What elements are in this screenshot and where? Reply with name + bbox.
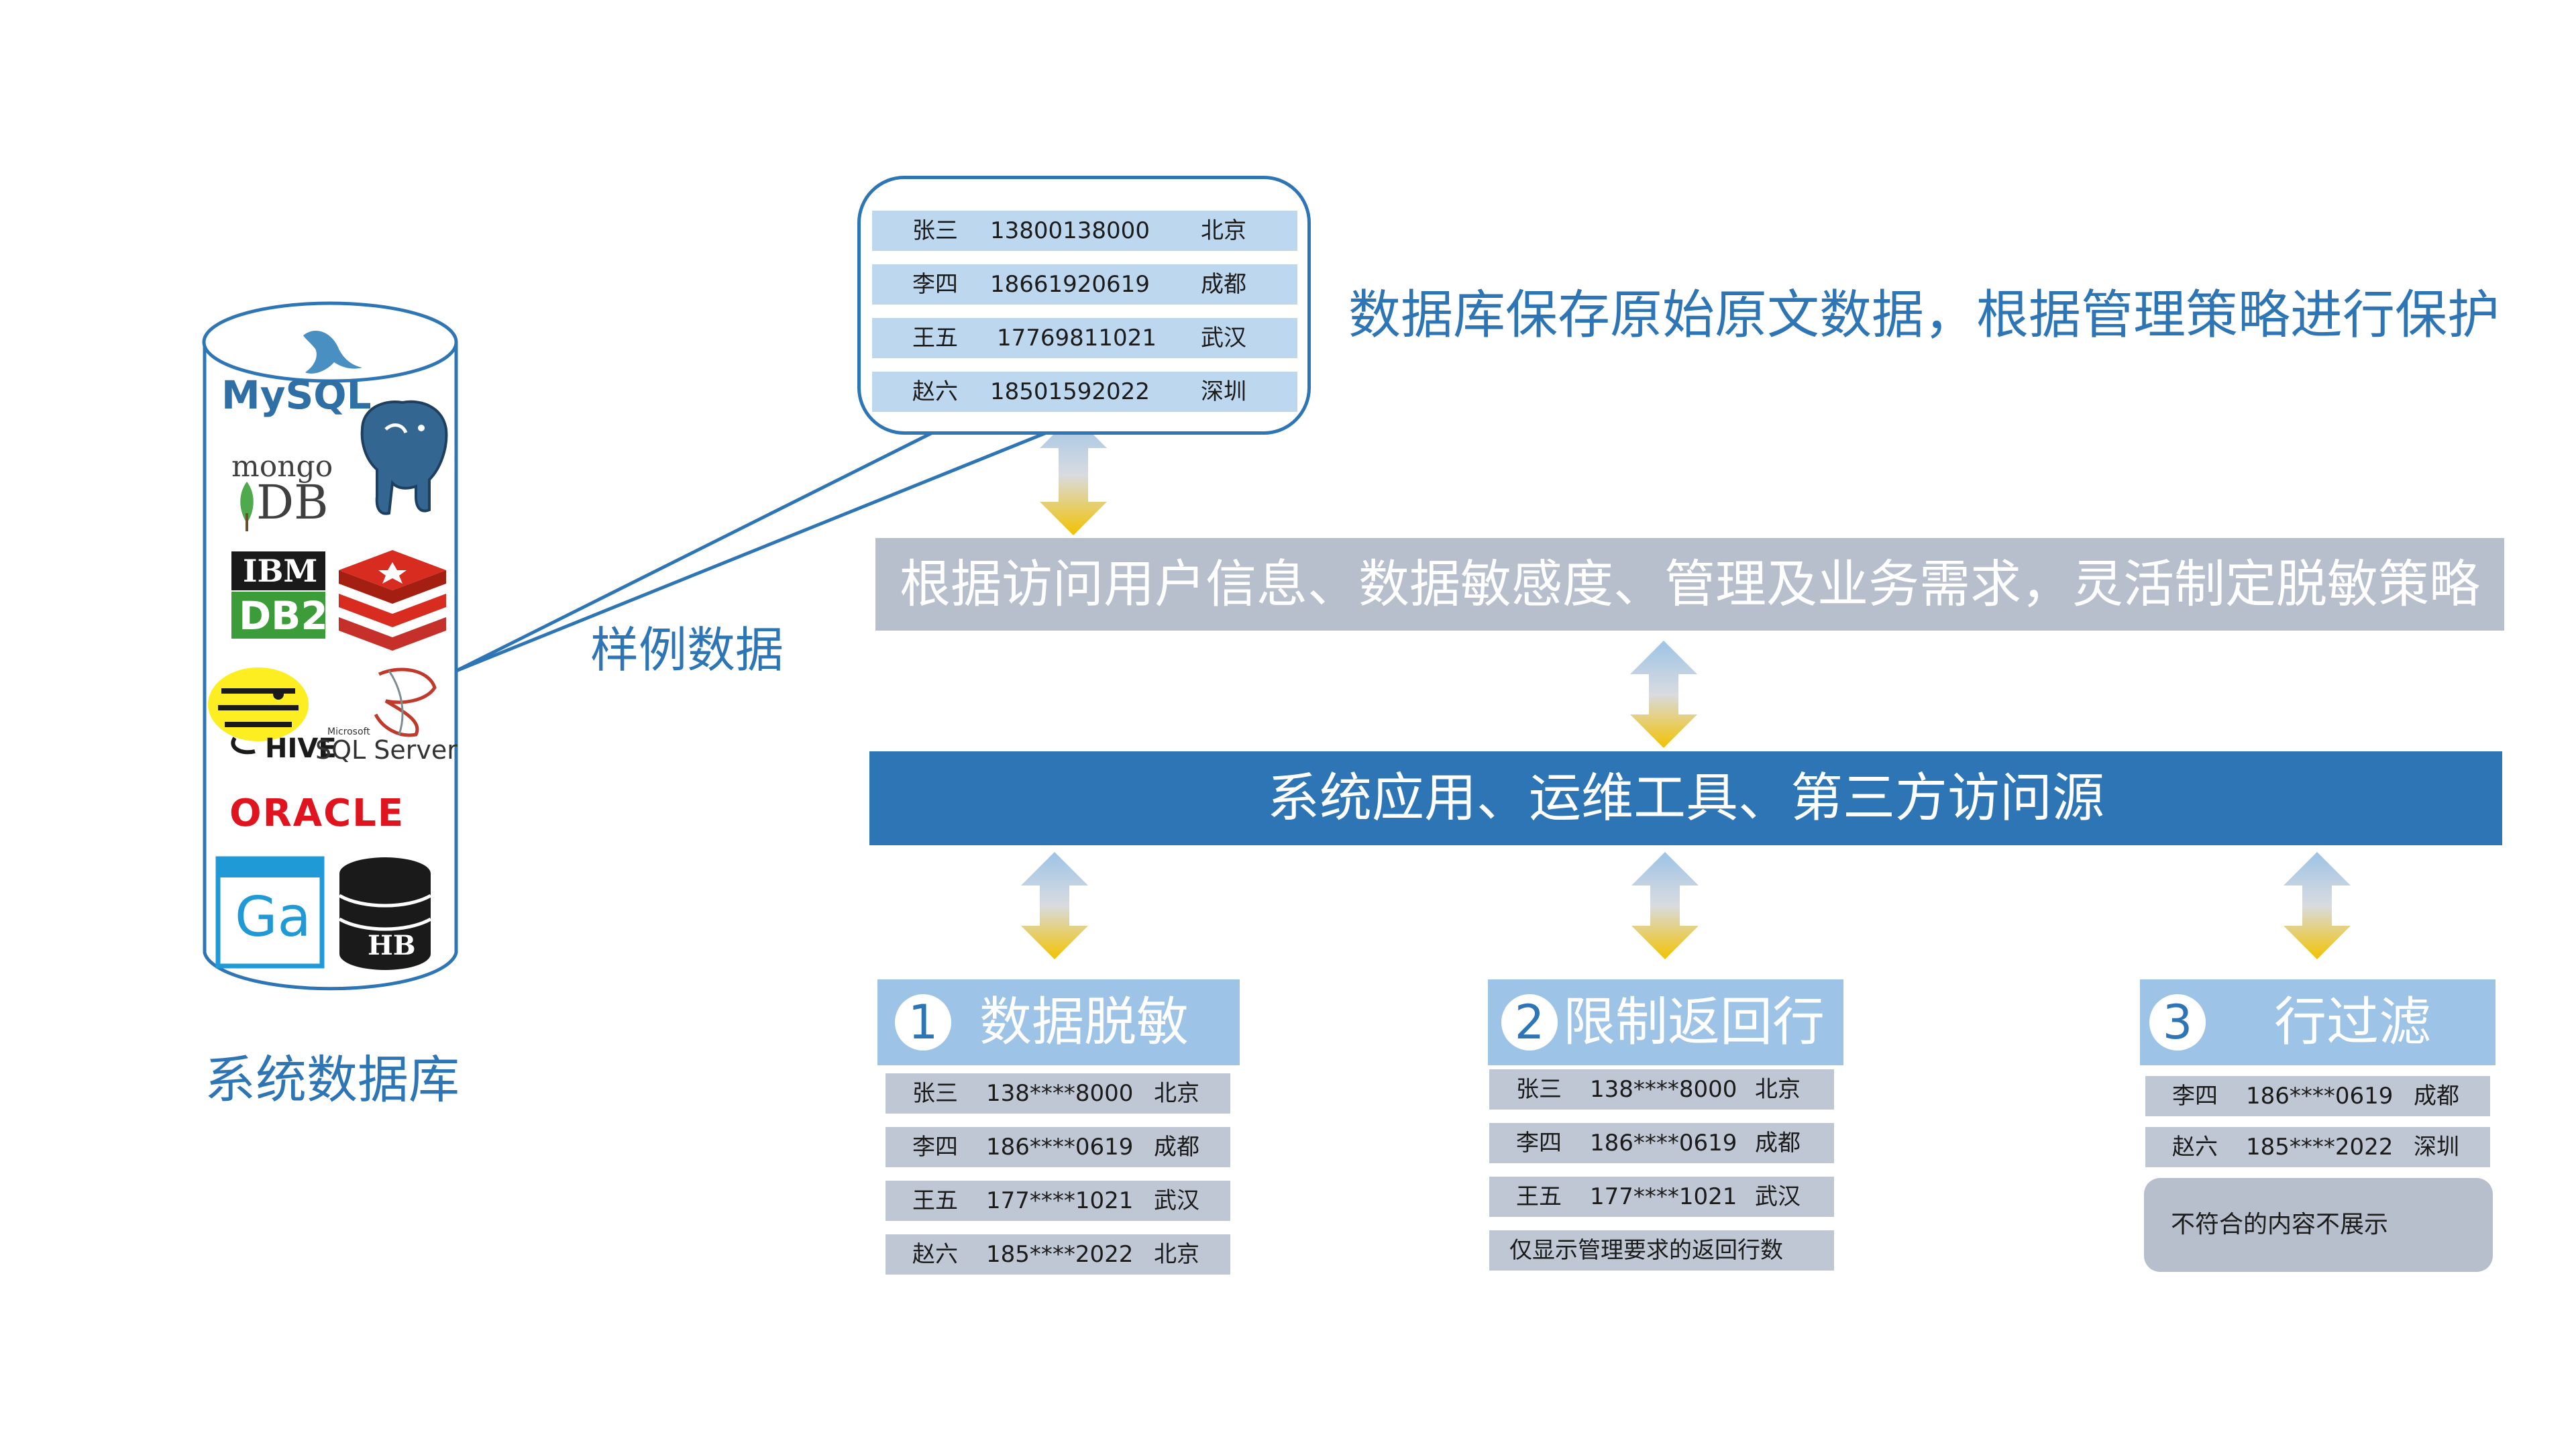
mongodb-leaf-icon — [240, 482, 254, 531]
row-phone: 138****8000 — [986, 1080, 1134, 1107]
method2-row: 王五 177****1021 武汉 — [1489, 1177, 1834, 1217]
method-row-filter-header: 3 行过滤 — [2140, 979, 2496, 1065]
mongodb-logo-bottom: DB — [256, 475, 329, 530]
method1-row: 张三 138****8000 北京 — [885, 1073, 1230, 1114]
database-cylinder-icon — [202, 301, 458, 991]
arrow-app-to-method2 — [1631, 852, 1699, 959]
sample-phone: 17769811021 — [997, 325, 1157, 352]
arrow-sample-to-policy — [1040, 415, 1107, 535]
row-phone: 138****8000 — [1590, 1076, 1737, 1103]
method2-note: 仅显示管理要求的返回行数 — [1489, 1230, 1834, 1271]
method-limit-rows-header: 2 限制返回行 — [1488, 979, 1843, 1065]
method1-row: 赵六 185****2022 北京 — [885, 1234, 1230, 1275]
method-number-badge: 3 — [2149, 994, 2206, 1051]
row-name: 张三 — [912, 1080, 958, 1107]
hbase-icon — [338, 857, 432, 970]
db2-logo-text: DB2 — [239, 593, 328, 639]
row-name: 赵六 — [2172, 1134, 2218, 1161]
arrow-app-to-method1 — [1021, 852, 1088, 959]
row-city: 北京 — [1755, 1076, 1801, 1103]
sample-row: 李四 18661920619 成都 — [872, 264, 1297, 305]
oracle-logo-text: ORACLE — [229, 792, 405, 835]
sample-name: 张三 — [912, 217, 958, 244]
row-name: 赵六 — [912, 1241, 958, 1268]
row-name: 王五 — [1516, 1183, 1562, 1210]
row-phone: 177****1021 — [986, 1187, 1134, 1214]
sample-city: 武汉 — [1201, 325, 1246, 352]
method-title: 行过滤 — [2274, 992, 2432, 1053]
method-title: 数据脱敏 — [979, 992, 1189, 1053]
row-city: 北京 — [1154, 1241, 1199, 1268]
arrow-policy-to-app — [1630, 641, 1697, 748]
masking-policy-bar: 根据访问用户信息、数据敏感度、管理及业务需求，灵活制定脱敏策略 — [875, 538, 2504, 631]
sqlserver-small-text: Microsoft — [327, 727, 370, 737]
ga-logo-text: Ga — [235, 885, 311, 949]
hive-logo-text: HIVE — [265, 733, 337, 764]
row-city: 武汉 — [1755, 1183, 1801, 1210]
database-description: 数据库保存原始原文数据，根据管理策略进行保护 — [1348, 285, 2500, 345]
mongodb-logo-top: mongo — [231, 449, 333, 484]
ibm-db2-icon — [231, 551, 325, 639]
limit-rows-note: 仅显示管理要求的返回行数 — [1509, 1237, 1783, 1264]
method2-row: 李四 186****0619 成都 — [1489, 1123, 1834, 1163]
row-name: 李四 — [1516, 1130, 1562, 1157]
method-data-masking-header: 1 数据脱敏 — [877, 979, 1240, 1065]
hive-bee-icon — [208, 667, 309, 755]
method-number-badge: 1 — [895, 994, 951, 1051]
sample-data-label: 样例数据 — [590, 622, 784, 678]
row-name: 李四 — [912, 1134, 958, 1161]
row-name: 张三 — [1516, 1076, 1562, 1103]
redis-icon — [339, 550, 446, 651]
row-city: 成都 — [2414, 1083, 2459, 1110]
sqlserver-logo-text: SQL Server — [315, 735, 458, 765]
sample-name: 赵六 — [912, 378, 958, 405]
row-phone: 185****2022 — [2246, 1134, 2394, 1161]
sample-name: 王五 — [912, 325, 958, 352]
method3-row: 赵六 185****2022 深圳 — [2145, 1127, 2490, 1167]
sample-row: 张三 13800138000 北京 — [872, 211, 1297, 251]
ibm-logo-text: IBM — [243, 553, 318, 589]
sample-phone: 18661920619 — [990, 271, 1150, 298]
sample-row: 赵六 18501592022 深圳 — [872, 372, 1297, 412]
row-phone: 186****0619 — [2246, 1083, 2394, 1110]
row-name: 李四 — [2172, 1083, 2218, 1110]
callout-lines — [455, 431, 1047, 673]
sample-phone: 18501592022 — [990, 378, 1150, 405]
row-filter-note: 不符合的内容不展示 — [2144, 1178, 2493, 1272]
sample-name: 李四 — [912, 271, 958, 298]
row-phone: 186****0619 — [986, 1134, 1134, 1161]
mysql-dolphin-icon — [303, 330, 362, 374]
ga-icon — [215, 856, 325, 969]
method-number-badge: 2 — [1501, 994, 1558, 1051]
system-database-label: 系统数据库 — [205, 1050, 460, 1110]
method-title: 限制返回行 — [1563, 992, 1825, 1053]
row-city: 武汉 — [1154, 1187, 1199, 1214]
row-city: 成都 — [1755, 1130, 1801, 1157]
mysql-logo-text: MySQL — [221, 372, 372, 418]
row-name: 王五 — [912, 1187, 958, 1214]
method2-row: 张三 138****8000 北京 — [1489, 1069, 1834, 1110]
sample-city: 深圳 — [1201, 378, 1246, 405]
sample-phone: 13800138000 — [990, 217, 1150, 244]
access-sources-bar: 系统应用、运维工具、第三方访问源 — [869, 751, 2502, 845]
row-phone: 186****0619 — [1590, 1130, 1737, 1157]
method3-row: 李四 186****0619 成都 — [2145, 1076, 2490, 1116]
row-phone: 185****2022 — [986, 1241, 1134, 1268]
sample-city: 成都 — [1201, 271, 1246, 298]
postgresql-elephant-icon — [360, 400, 448, 515]
row-phone: 177****1021 — [1590, 1183, 1737, 1210]
method1-row: 李四 186****0619 成都 — [885, 1127, 1230, 1167]
hb-logo-text: HB — [368, 930, 416, 961]
sample-city: 北京 — [1201, 217, 1246, 244]
arrow-app-to-method3 — [2284, 852, 2351, 959]
sample-row: 王五 17769811021 武汉 — [872, 318, 1297, 358]
row-city: 深圳 — [2414, 1134, 2459, 1161]
sqlserver-swirl-icon — [374, 667, 437, 737]
method1-row: 王五 177****1021 武汉 — [885, 1181, 1230, 1221]
row-city: 成都 — [1154, 1134, 1199, 1161]
row-city: 北京 — [1154, 1080, 1199, 1107]
